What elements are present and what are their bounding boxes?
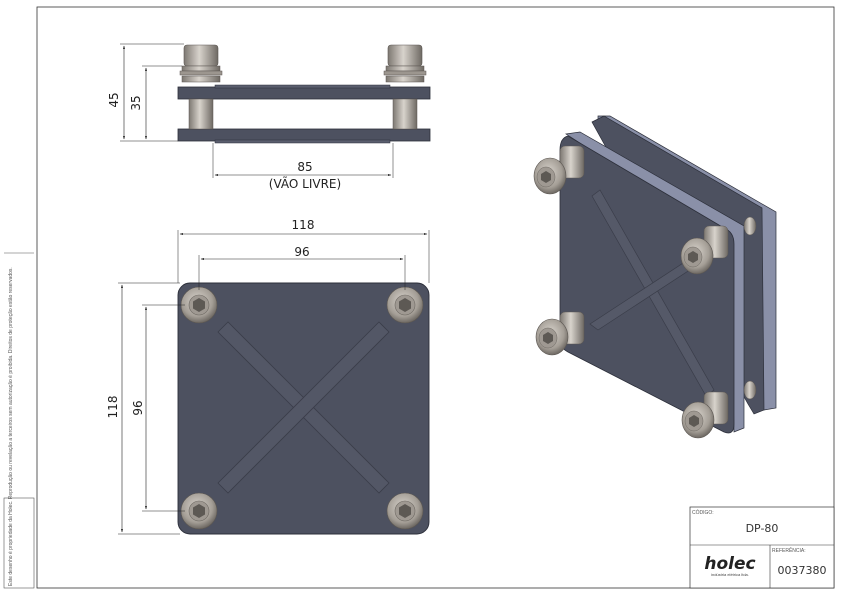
iso-bolt-top-left: [533, 145, 585, 195]
sheet-border: [36, 6, 835, 589]
side-bottom-plate-inner: [214, 139, 391, 144]
dim-overall-height: 45: [107, 92, 121, 107]
front-x-groove: [217, 321, 390, 494]
reference-label: REFERÊNCIA:: [772, 546, 806, 554]
side-top-plate: [177, 86, 431, 100]
front-bolt-bottom-left: [180, 492, 218, 530]
dim-front-height: 118: [106, 396, 120, 419]
side-top-plate-inner: [214, 84, 391, 89]
reference-value: 0037380: [778, 564, 827, 577]
dim-front-width: 118: [292, 218, 315, 232]
dim-front-hole-spacing-y: 96: [131, 400, 145, 415]
iso-bolt-tail-bottom: [743, 380, 757, 400]
company-logo-subtitle: indústria elétrica ltda.: [711, 572, 749, 577]
code-label: CÓDIGO:: [692, 509, 714, 516]
iso-x-groove: [589, 189, 715, 397]
side-notice: Este desenho é propriedade da Holec. Rep…: [8, 267, 14, 586]
dim-front-hole-spacing-x: 96: [294, 245, 309, 259]
code-value: DP-80: [746, 522, 779, 535]
side-bolt-left: [179, 44, 223, 130]
dim-clearance-value: 85: [297, 160, 312, 174]
side-bottom-plate: [177, 128, 431, 142]
iso-bolt-bottom-left: [535, 311, 585, 356]
title-block: CÓDIGO: DP-80 REFERÊNCIA: 0037380 holec …: [689, 506, 835, 589]
side-bolt-right: [383, 44, 427, 130]
front-view: 118 96 118 96: [106, 218, 430, 535]
dim-clearance-label: (VÃO LIVRE): [269, 176, 341, 191]
front-bolt-top-right: [386, 286, 424, 324]
iso-bolt-tail-top: [743, 216, 757, 236]
isometric-view: [533, 115, 777, 439]
front-bolt-top-left: [180, 286, 218, 324]
notice-box: [3, 497, 35, 589]
company-logo: holec: [704, 554, 755, 574]
side-view: 45 35 85 (VÃO LIVRE): [107, 43, 431, 191]
iso-bolt-top-right: [680, 225, 729, 275]
iso-bolt-bottom-right: [681, 391, 729, 439]
front-bolt-bottom-right: [386, 492, 424, 530]
dim-plate-height: 35: [129, 95, 143, 110]
